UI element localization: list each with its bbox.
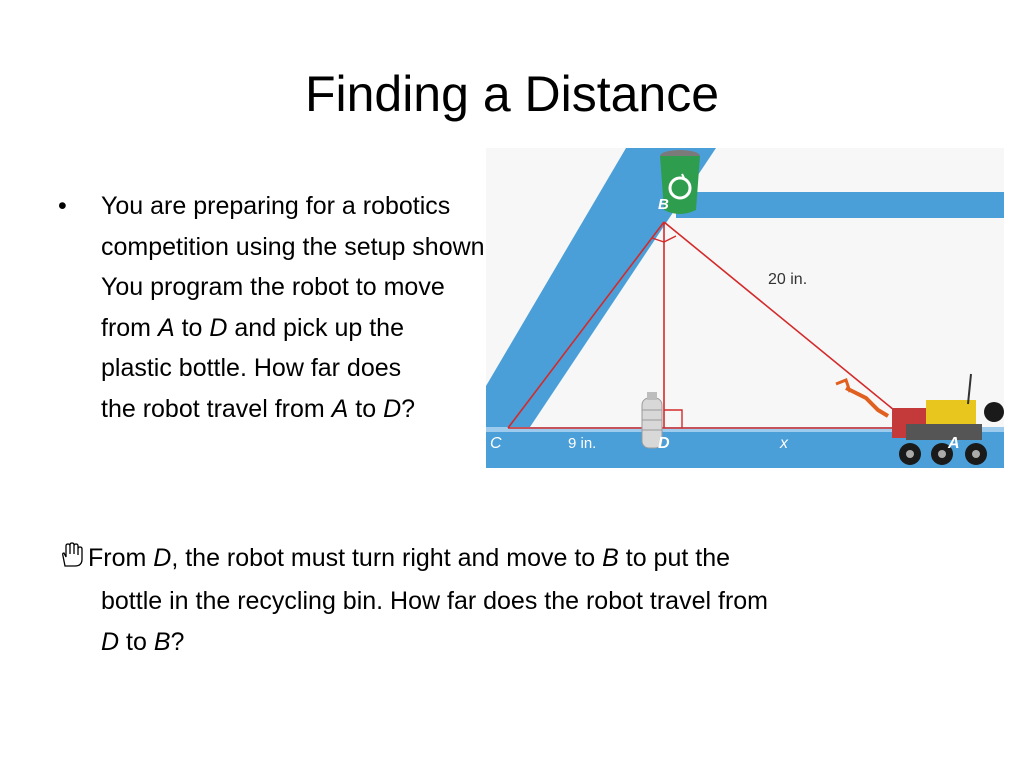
right-angle-d: [664, 409, 683, 428]
label-a: A: [947, 435, 960, 452]
bullet-1-line: plastic bottle. How far does: [101, 354, 402, 382]
label-c: C: [490, 435, 502, 452]
bullet-2-line: D to B?: [101, 628, 185, 656]
label-hypotenuse: 20 in.: [768, 271, 807, 288]
robot-field-diagram: B 20 in. C 9 in. D x A: [486, 148, 1004, 468]
label-cd: 9 in.: [568, 435, 596, 452]
label-b: B: [658, 196, 669, 213]
line-cb: [507, 221, 665, 429]
slide-title: Finding a Distance: [304, 66, 720, 122]
bottle-icon: [641, 392, 663, 449]
bullet-1-line: You are preparing for a robotics: [101, 192, 451, 220]
bullet-1-line: competition using the setup shown.: [101, 232, 492, 261]
bullet-1-line: from A to D and pick up the: [101, 313, 404, 342]
robot-icon: [835, 373, 1004, 465]
bullet-2-line: bottle in the recycling bin. How far doe…: [101, 587, 768, 615]
top-tape: [676, 192, 1004, 218]
bullet-1-text: You are preparing for a robotics competi…: [101, 186, 498, 429]
bullet-dot: •: [58, 192, 67, 220]
bullet-1-line: the robot travel from A to D?: [101, 394, 416, 423]
bullet-1-line: You program the robot to move: [101, 273, 445, 301]
bottom-tape-edge: [486, 427, 1004, 432]
bullet-2-line: From D, the robot must turn right and mo…: [58, 538, 978, 581]
right-angle-b: [651, 235, 677, 243]
left-tape: [486, 148, 716, 448]
bullet-1: • You are preparing for a robotics compe…: [58, 186, 498, 429]
label-x: x: [779, 435, 789, 452]
bullet-2: From D, the robot must turn right and mo…: [58, 538, 978, 663]
recycling-bin-icon: [660, 150, 700, 214]
raised-hand-icon: [58, 540, 88, 581]
line-ba: [663, 221, 917, 429]
label-d: D: [658, 435, 670, 452]
